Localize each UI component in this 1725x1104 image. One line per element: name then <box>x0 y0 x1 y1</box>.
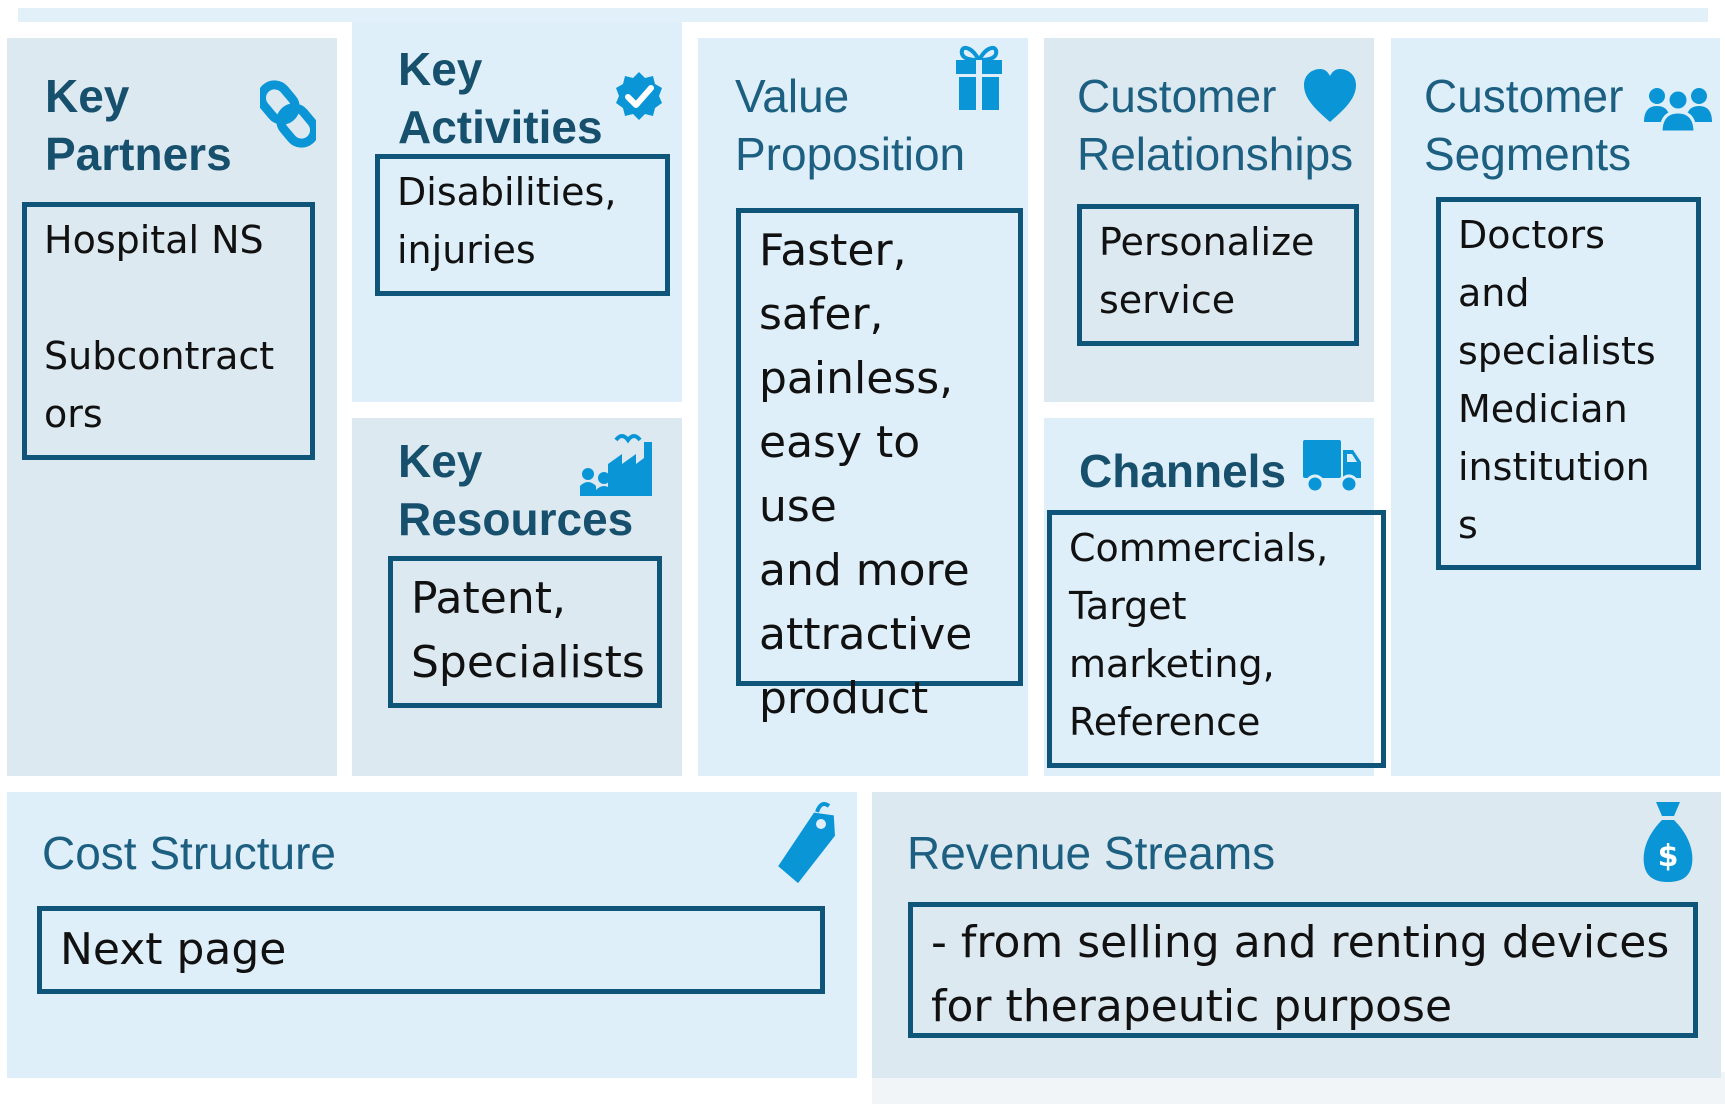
value-proposition-line: safer, <box>759 289 884 340</box>
channels-line: Reference <box>1069 700 1261 744</box>
customer-relationships-line: service <box>1099 278 1236 322</box>
key-activities-title-line1: Key <box>398 43 483 95</box>
price-tag-icon <box>777 798 837 888</box>
customer-segments-line: Doctors <box>1458 213 1605 257</box>
cost-structure-title: Cost Structure <box>42 827 336 879</box>
value-proposition-title-line1: Value <box>735 70 850 122</box>
customer-segments-line: and <box>1458 271 1530 315</box>
customer-relationships-title: Customer Relationships <box>1077 67 1353 183</box>
value-proposition-line: easy to use <box>759 417 921 532</box>
revenue-streams-panel: Revenue Streams $ - from selling and ren… <box>872 792 1721 1078</box>
people-icon <box>1643 82 1713 134</box>
customer-segments-line: s <box>1458 503 1478 547</box>
revenue-streams-line: for therapeutic purpose <box>931 981 1453 1032</box>
key-activities-box: Disabilities, injuries <box>375 154 670 296</box>
customer-segments-title-line1: Customer <box>1424 70 1624 122</box>
channels-title: Channels <box>1079 445 1287 497</box>
key-resources-line: Patent, <box>411 573 566 624</box>
svg-text:$: $ <box>1658 839 1679 874</box>
key-partners-item: Subcontract <box>44 334 275 378</box>
key-activities-title-line2: Activities <box>398 101 603 153</box>
key-resources-panel: Key Resources Patent, Specialists <box>352 418 682 776</box>
customer-segments-title-line2: Segments <box>1424 128 1632 180</box>
channels-box: Commercials, Target marketing, Reference <box>1047 510 1386 768</box>
key-activities-panel: Key Activities Disabilities, injuries <box>352 22 682 402</box>
truck-icon <box>1301 436 1363 496</box>
key-resources-title-line2: Resources <box>398 493 634 545</box>
key-resources-title: Key Resources <box>398 432 633 548</box>
value-proposition-title: Value Proposition <box>735 67 965 183</box>
cost-structure-panel: Cost Structure Next page <box>7 792 857 1078</box>
key-partners-title: Key Partners <box>45 67 232 183</box>
key-activities-line: injuries <box>397 228 536 272</box>
customer-segments-line: Medician <box>1458 387 1628 431</box>
customer-segments-line: institution <box>1458 445 1650 489</box>
heart-icon <box>1302 68 1358 124</box>
customer-relationships-title-line1: Customer <box>1077 70 1277 122</box>
key-activities-line: Disabilities, <box>397 170 617 214</box>
cost-structure-box: Next page <box>37 906 825 994</box>
key-partners-box: Hospital NS Subcontract ors <box>22 202 315 460</box>
revenue-streams-line: - from selling and renting devices <box>931 917 1670 968</box>
revenue-streams-title: Revenue Streams <box>907 827 1276 879</box>
value-proposition-line: product <box>759 673 929 724</box>
value-proposition-box: Faster, safer, painless, easy to use and… <box>736 208 1023 724</box>
key-resources-box: Patent, Specialists <box>388 556 662 708</box>
value-proposition-line: painless, <box>759 353 954 404</box>
key-partners-panel: Key Partners Hospital NS Subcontract ors <box>7 38 337 776</box>
customer-segments-panel: Customer Segments Doctors and specialist… <box>1391 38 1720 776</box>
value-proposition-panel: Value Proposition Faster, safer, painles… <box>698 38 1028 776</box>
customer-segments-title: Customer Segments <box>1424 67 1631 183</box>
key-partners-item: ors <box>44 392 103 436</box>
value-proposition-line: attractive <box>759 609 973 660</box>
key-partners-item: Hospital NS <box>44 218 264 262</box>
key-resources-title-line1: Key <box>398 435 483 487</box>
key-partners-title-line2: Partners <box>45 128 232 180</box>
key-activities-title: Key Activities <box>398 40 603 156</box>
key-resources-line: Specialists <box>411 637 645 688</box>
gift-icon <box>954 42 1004 112</box>
customer-relationships-box: Personalize service <box>1077 204 1359 346</box>
customer-segments-line: specialists <box>1458 329 1656 373</box>
channels-line: Target <box>1069 584 1187 628</box>
factory-icon <box>578 430 656 500</box>
value-proposition-line: Faster, <box>759 225 907 276</box>
channels-panel: Channels Commercials, Target marketing, … <box>1044 418 1386 776</box>
customer-relationships-title-line2: Relationships <box>1077 128 1354 180</box>
revenue-streams-box: - from selling and renting devices for t… <box>908 902 1698 1038</box>
value-proposition-title-line2: Proposition <box>735 128 966 180</box>
money-bag-icon: $ <box>1642 798 1694 886</box>
value-proposition-line: and more <box>759 545 970 596</box>
top-band <box>18 8 1708 22</box>
customer-relationships-line: Personalize <box>1099 220 1315 264</box>
link-icon <box>260 76 316 152</box>
customer-segments-box: Doctors and specialists Medician institu… <box>1436 197 1701 570</box>
channels-line: marketing, <box>1069 642 1275 686</box>
customer-relationships-panel: Customer Relationships Personalize servi… <box>1044 38 1374 402</box>
cost-structure-text: Next page <box>60 924 287 975</box>
channels-line: Commercials, <box>1069 526 1329 570</box>
checkmark-circle-icon <box>614 70 664 136</box>
key-partners-title-line1: Key <box>45 70 130 122</box>
